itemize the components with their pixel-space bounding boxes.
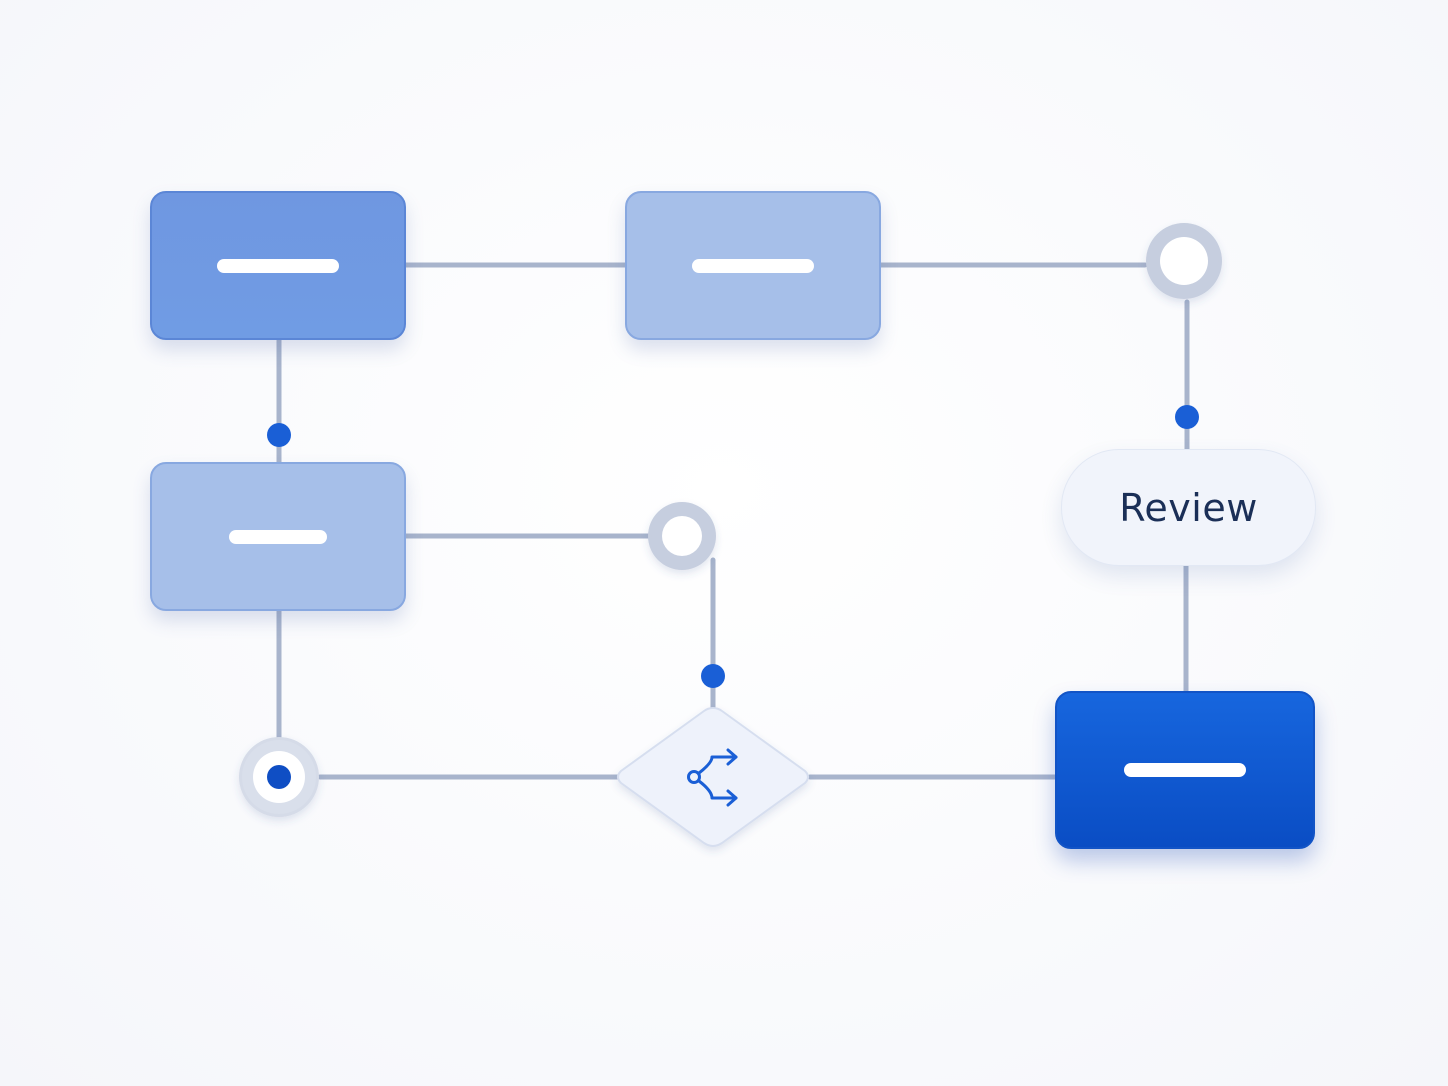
junction-dot	[1175, 405, 1199, 429]
process-node-2[interactable]	[625, 191, 881, 340]
node-label-placeholder	[1124, 763, 1246, 777]
junction-dot	[267, 423, 291, 447]
hollow-ring-icon	[1146, 223, 1222, 299]
final-node[interactable]	[1055, 691, 1315, 849]
review-node[interactable]: Review	[1061, 449, 1316, 566]
junction-dot	[701, 664, 725, 688]
review-label: Review	[1119, 485, 1258, 530]
decision-node[interactable]	[617, 706, 809, 847]
node-label-placeholder	[692, 258, 814, 273]
start-node-icon	[239, 737, 319, 817]
process-node-3[interactable]	[150, 462, 406, 611]
hollow-ring-icon	[648, 502, 716, 570]
process-node-1[interactable]	[150, 191, 406, 340]
node-label-placeholder	[229, 529, 327, 544]
node-label-placeholder	[217, 258, 339, 273]
branch-split-icon	[687, 748, 738, 807]
